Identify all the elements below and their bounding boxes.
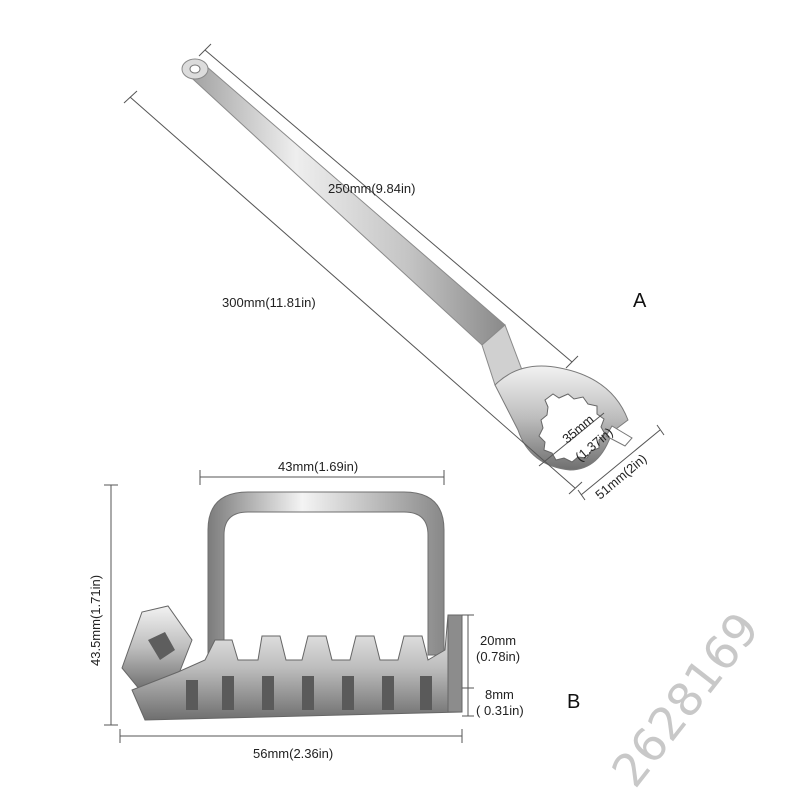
dimension-lines-a bbox=[123, 43, 665, 501]
dim-base-width: 56mm(2.36in) bbox=[253, 746, 333, 761]
dim-upper-in: (0.78in) bbox=[476, 649, 520, 664]
hang-hole bbox=[189, 64, 201, 74]
dim-total-height: 43.5mm(1.71in) bbox=[88, 575, 103, 666]
body-side bbox=[447, 614, 463, 713]
front-teeth bbox=[186, 676, 432, 710]
dimension-lines-b bbox=[104, 470, 474, 743]
label-b: B bbox=[567, 691, 580, 713]
dim-lower-in: ( 0.31in) bbox=[476, 703, 524, 718]
wrench-a bbox=[181, 58, 633, 471]
dim-total-length: 300mm(11.81in) bbox=[222, 295, 316, 310]
wrench-slot bbox=[605, 425, 633, 447]
wrench-opening bbox=[538, 393, 606, 463]
holder-b bbox=[121, 491, 463, 721]
u-handle bbox=[207, 491, 445, 656]
watermark-text: 2628169 bbox=[601, 602, 770, 797]
dim-upper-mm: 20mm bbox=[480, 633, 516, 648]
label-a: A bbox=[633, 290, 647, 312]
hex-socket bbox=[148, 632, 175, 660]
dim-head-width: 51mm(2in) bbox=[592, 451, 649, 502]
toothed-body bbox=[131, 614, 463, 721]
dim-handle-length: 250mm(9.84in) bbox=[328, 181, 415, 196]
dim-handle-width: 43mm(1.69in) bbox=[278, 459, 358, 474]
dim-lower-mm: 8mm bbox=[485, 687, 514, 702]
